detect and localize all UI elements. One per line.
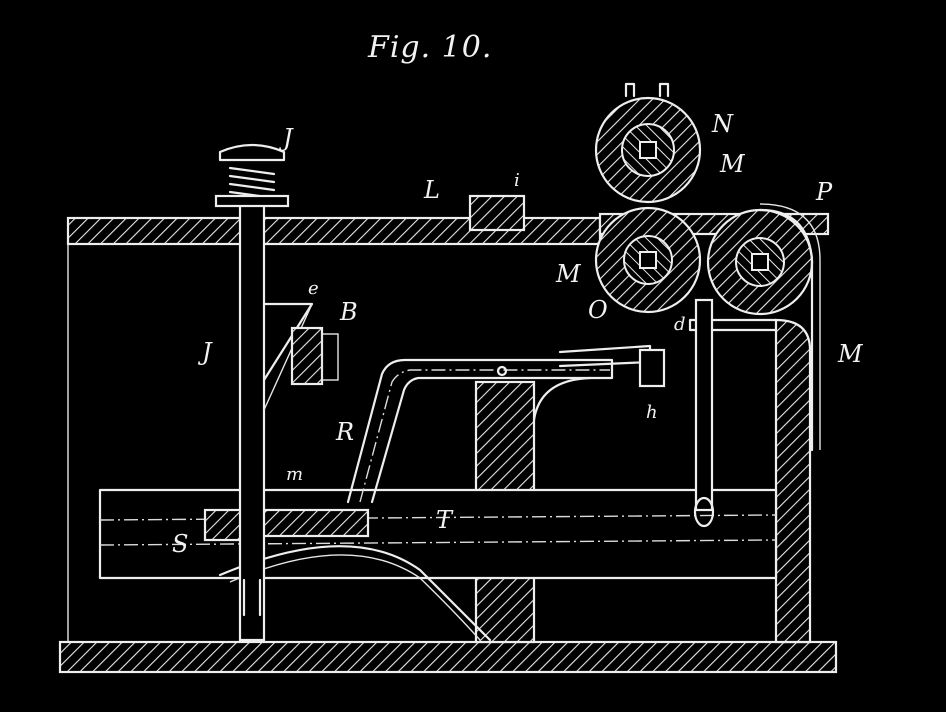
rod-J (238, 198, 266, 642)
label-P: P (815, 178, 833, 206)
label-d: d (674, 314, 686, 335)
figure-caption: Fig. 10. (368, 30, 493, 65)
rod-collar (214, 194, 290, 208)
label-N: N (711, 110, 734, 138)
right-frame-inner (688, 318, 778, 332)
lever-pivot (496, 365, 508, 377)
lever-R (346, 358, 614, 504)
rod-spring (228, 166, 276, 200)
label-m: m (286, 464, 303, 485)
hanging-rod-d (694, 298, 714, 512)
label-J-left: J (197, 338, 213, 366)
label-S: S (172, 530, 188, 558)
roller-N-ears (624, 82, 670, 98)
label-L: L (423, 176, 440, 204)
label-M-left: M (555, 260, 582, 288)
slide-centerline-2 (99, 539, 777, 546)
label-J-top: J (278, 124, 294, 152)
right-frame-wall (774, 318, 812, 644)
rod-J-head (218, 143, 286, 162)
slide-centerline-1 (99, 514, 777, 521)
roller-N-axle (639, 141, 657, 159)
block-B-frame (321, 333, 339, 381)
label-R: R (335, 418, 354, 446)
roller-P-axle (751, 253, 769, 271)
cam-edge (263, 303, 313, 411)
label-h: h (646, 402, 658, 423)
label-M-right: M (837, 340, 864, 368)
label-e: e (308, 278, 319, 299)
spring-strip (218, 545, 492, 642)
rod-J-foot (242, 578, 262, 617)
roller-O-axle (639, 251, 657, 269)
block-L (468, 194, 526, 232)
hanging-rod-end (693, 496, 715, 528)
label-O: O (588, 296, 608, 324)
linkage-pin-h (638, 348, 666, 388)
paper-strip-M-2 (759, 203, 821, 450)
paper-strip-M (758, 208, 814, 452)
spring-strip-2 (229, 554, 481, 641)
label-B: B (339, 298, 358, 326)
lever-bracket (532, 376, 592, 422)
base-plate (58, 640, 838, 674)
label-i: i (514, 170, 520, 191)
lever-R-dash (359, 369, 610, 503)
label-T: T (436, 506, 454, 534)
label-M-upper: M (719, 150, 746, 178)
